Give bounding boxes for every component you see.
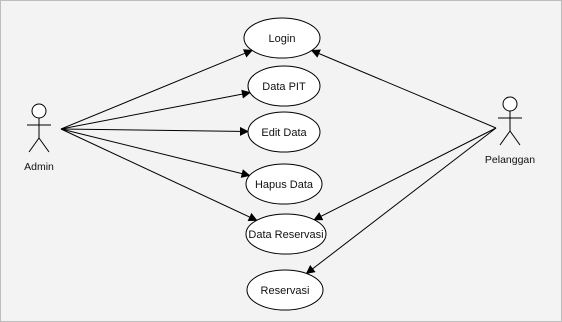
association-admin-data-pit <box>60 89 251 130</box>
use-case-login-ellipse <box>243 17 321 59</box>
actor-pelanggan-left-leg <box>499 130 511 146</box>
actor-pelanggan-head <box>502 96 518 112</box>
use-case-data-pit-label: Data PIT <box>262 81 306 93</box>
use-case-login-label: Login <box>269 33 296 45</box>
actor-admin-head <box>31 103 47 119</box>
use-case-data-pit-ellipse <box>247 65 321 107</box>
use-case-reservasi-label: Reservasi <box>261 285 310 297</box>
use-case-reservasi-ellipse <box>246 269 324 311</box>
association-admin-edit-data <box>60 126 249 136</box>
association-pelanggan-reservasi <box>305 127 497 275</box>
use-case-login[interactable]: Login <box>243 17 321 59</box>
actor-admin-left-leg <box>28 137 40 153</box>
association-admin-data-reservasi <box>60 128 258 222</box>
use-case-hapus-data[interactable]: Hapus Data <box>245 163 323 205</box>
use-case-edit-data-label: Edit Data <box>261 127 307 139</box>
use-case-data-reservasi[interactable]: Data Reservasi <box>245 213 327 255</box>
use-case-edit-data[interactable]: Edit Data <box>247 111 321 153</box>
use-case-data-reservasi-label: Data Reservasi <box>248 229 323 241</box>
actor-admin-right-leg <box>38 137 50 153</box>
association-pelanggan-login <box>310 49 497 129</box>
use-case-hapus-data-label: Hapus Data <box>255 179 314 191</box>
actor-admin-label: Admin <box>24 161 54 173</box>
actor-pelanggan-right-leg <box>509 130 521 146</box>
actor-pelanggan-label: Pelanggan <box>485 154 535 166</box>
use-case-data-reservasi-ellipse <box>245 213 327 255</box>
actor-pelanggan[interactable]: Pelanggan <box>485 96 535 166</box>
use-case-edit-data-ellipse <box>247 111 321 153</box>
association-admin-hapus-data <box>60 128 251 178</box>
use-case-data-pit[interactable]: Data PIT <box>247 65 321 107</box>
use-case-reservasi[interactable]: Reservasi <box>246 269 324 311</box>
associations <box>60 49 497 275</box>
actor-admin[interactable]: Admin <box>24 103 54 173</box>
use-case-hapus-data-ellipse <box>245 163 323 205</box>
association-pelanggan-data-reservasi <box>313 127 497 221</box>
association-admin-login <box>60 49 253 130</box>
